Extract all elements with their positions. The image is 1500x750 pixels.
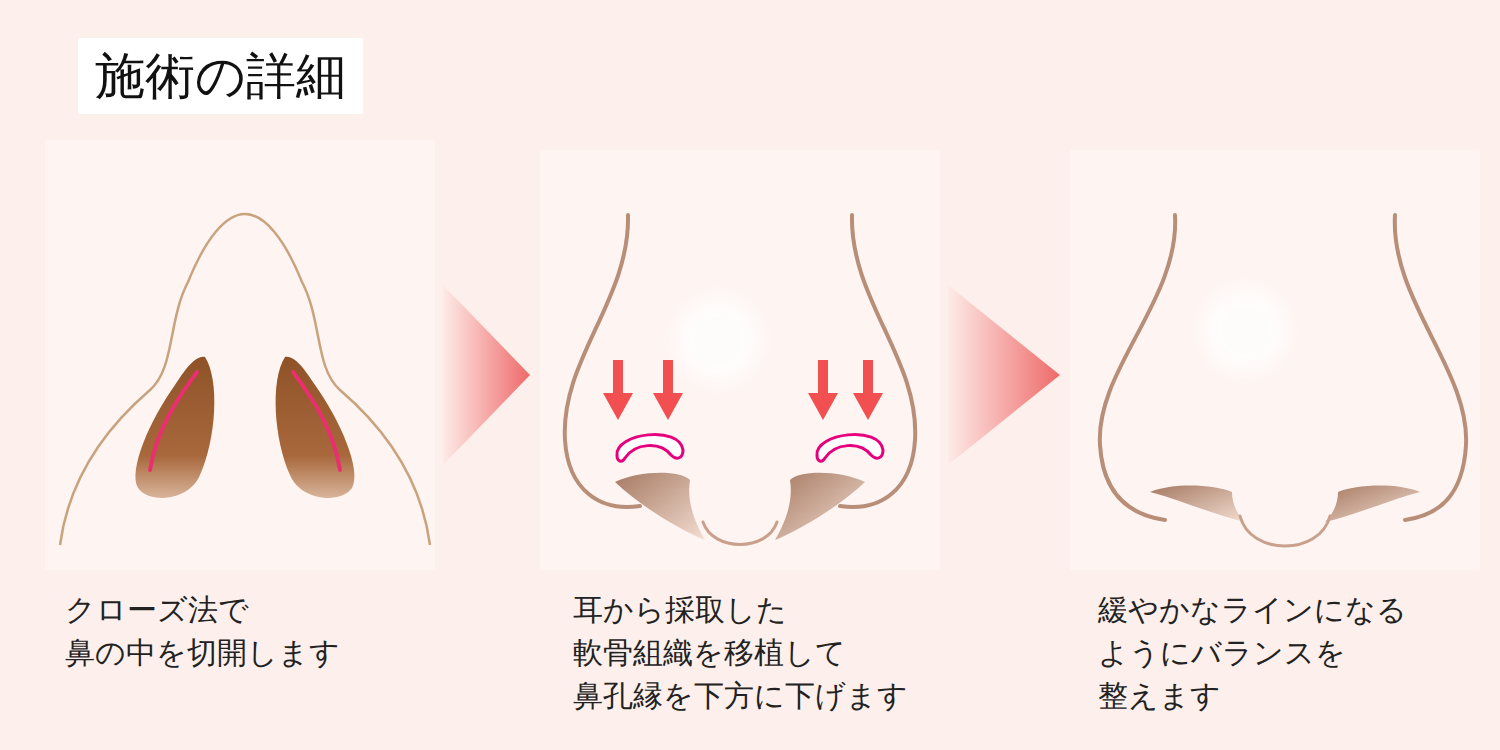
title-box: 施術の詳細 [78,38,363,114]
nose-outline [60,214,430,545]
nostril [615,473,705,540]
columella [703,522,777,545]
panel-ground [45,140,435,570]
nostril [1150,486,1245,522]
nose-outline [565,215,640,507]
nostril [136,357,215,498]
columella [1240,516,1330,546]
cartilage-graft [817,435,883,462]
panel-ground [1070,150,1480,570]
step-caption: 耳から採取した 軟骨組織を移植して 鼻孔縁を下方に下げます [573,588,921,717]
incision-line [293,372,340,470]
step-caption: 緩やかなラインになる ようにバランスを 整えます [1098,588,1446,717]
panel-ground [540,150,940,570]
step-panel: 耳から採取した 軟骨組織を移植して 鼻孔縁を下方に下げます [540,140,940,727]
title: 施術の詳細 [95,46,346,106]
down-arrow [808,360,838,420]
nostril [1325,486,1420,522]
step-arrow [948,285,1060,465]
step-panel: 緩やかなラインになる ようにバランスを 整えます [1070,140,1480,727]
step-caption: クローズ法で 鼻の中を切開します [65,588,413,674]
step-arrow [443,285,530,465]
cartilage-graft [617,435,683,462]
down-arrow [853,360,883,420]
nostril [775,473,865,540]
nose-outline [840,215,915,507]
down-arrow [603,360,633,420]
nose-outline [1100,215,1175,520]
nostril [276,357,355,498]
highlight [1203,288,1287,372]
step-panel: クローズ法で 鼻の中を切開します [45,140,435,684]
down-arrow [653,360,683,420]
incision-line [150,372,197,470]
highlight [676,298,760,382]
nose-outline [1395,215,1466,520]
